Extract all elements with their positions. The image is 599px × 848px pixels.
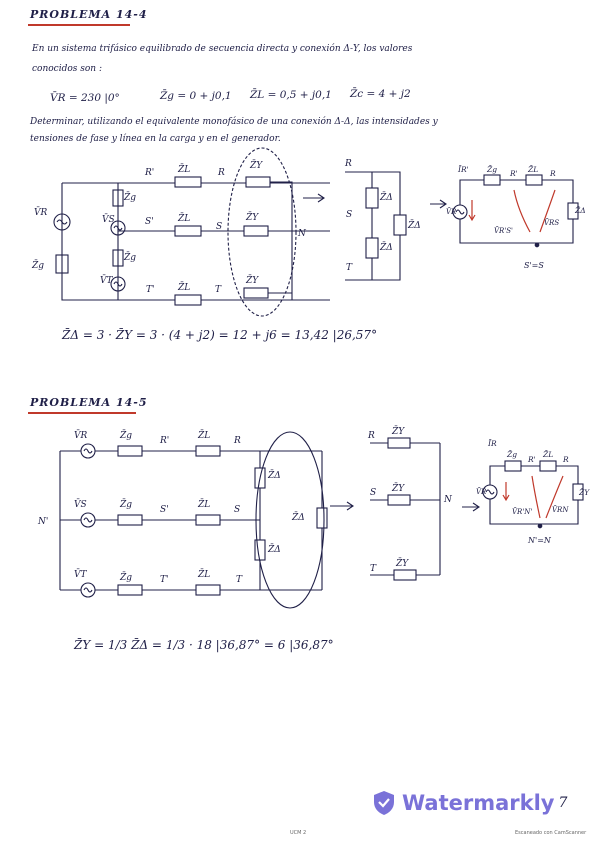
problem1-title: PROBLEMA 14-4 [30, 8, 148, 21]
label-zl-2: Z̄L [177, 212, 190, 224]
p2-label-r-m: R [562, 455, 569, 464]
p2-label-r1: R' [159, 436, 169, 446]
p2-label-zy-2: Z̄Y [391, 482, 405, 494]
label-ir: ĪR' [457, 165, 469, 174]
label-zd-m: Z̄Δ [574, 206, 586, 215]
p2-label-vrn: V̄RN [552, 505, 569, 514]
given-vr: V̄R = 230 |0° [50, 92, 120, 104]
p2-label-vs: V̄S [74, 498, 87, 510]
p2-label-zy-3: Z̄Y [395, 557, 409, 569]
label-s: S [216, 222, 222, 232]
label-r1: R' [144, 168, 154, 178]
p2-label-vr-m: V̄R [476, 487, 487, 496]
p2-label-vr: V̄R [74, 429, 87, 441]
problem1-task-line2: tensiones de fase y línea en la carga y … [30, 134, 281, 144]
label-zy-3: Z̄Y [245, 274, 259, 286]
label-zy-2: Z̄Y [245, 211, 259, 223]
label-t-eq: T [346, 263, 353, 273]
label-zg: Z̄g [31, 259, 44, 271]
given-zg: Z̄g = 0 + j0,1 [160, 90, 232, 102]
label-zl-m: Z̄L [527, 165, 538, 174]
p2-label-t-y: T [370, 564, 377, 574]
p2-label-zd-1: Z̄Δ [267, 469, 281, 481]
p2-label-n1: N' [37, 517, 48, 527]
label-t1: T' [146, 285, 154, 295]
label-r: R [217, 168, 225, 178]
p2-label-zy-m: Z̄Y [578, 488, 590, 497]
problem2-title: PROBLEMA 14-5 [30, 396, 148, 409]
label-vrs: V̄RS [544, 218, 559, 227]
label-zg-m: Z̄g [486, 165, 497, 174]
p2-label-ir: ĪR [487, 439, 497, 448]
label-r-eq: R [344, 159, 352, 169]
p2-label-s: S [234, 505, 240, 515]
p2-label-zd-2: Z̄Δ [267, 543, 281, 555]
label-zg-3: Z̄g [123, 251, 136, 263]
p2-label-n-eq: N'=N [527, 536, 552, 545]
label-n: N [297, 229, 307, 239]
p2-label-r: R [233, 436, 241, 446]
label-s-eq-m: S'=S [524, 261, 544, 270]
p2-label-zg-2: Z̄g [119, 498, 132, 510]
p2-label-zl-2: Z̄L [197, 498, 210, 510]
p2-label-r-y: R [367, 431, 375, 441]
label-t: T [215, 285, 222, 295]
p2-label-t: T [236, 575, 243, 585]
p2-label-s1: S' [160, 505, 169, 515]
page-number: 7 [558, 795, 568, 811]
label-r-m: R [549, 169, 556, 178]
p2-label-r1-m: R' [527, 455, 536, 464]
watermark: Watermarkly 7 [372, 790, 567, 816]
problem1-title-underline [28, 24, 130, 26]
problem2-result-mid: Z̄Δ = [131, 638, 162, 652]
p2-label-zl-3: Z̄L [197, 568, 210, 580]
label-zl-3: Z̄L [177, 281, 190, 293]
problem1-statement-line1: En un sistema trifásico equilibrado de s… [32, 44, 413, 54]
p2-label-t1: T' [160, 575, 168, 585]
given-zc: Z̄c = 4 + j2 [350, 88, 411, 100]
label-zd-3: Z̄Δ [407, 219, 421, 231]
label-s-eq: S [346, 210, 352, 220]
label-zg-2: Z̄g [123, 191, 136, 203]
label-vr: V̄R [34, 206, 47, 218]
footer-right: Escaneado con CamScanner [515, 830, 587, 836]
problem2-result: Z̄Y = 1/3 Z̄Δ = 1/3 · 18 |36,87° = 6 |36… [74, 638, 334, 652]
label-vs: V̄S [102, 213, 115, 225]
problem2-result-lhs: Z̄Y = [74, 638, 105, 652]
footer-left: UCM 2 [290, 830, 307, 836]
label-zd-2: Z̄Δ [379, 241, 393, 253]
label-zl: Z̄L [177, 163, 190, 175]
problem1-statement-line2: conocidos son : [32, 64, 102, 74]
problem1-task-line1: Determinar, utilizando el equivalente mo… [30, 117, 438, 127]
problem2-result-frac: 1/3 [107, 638, 128, 652]
p2-label-zl-m: Z̄L [542, 450, 553, 459]
label-vr-m: V̄R [446, 207, 457, 216]
p2-label-zy-1: Z̄Y [391, 425, 405, 437]
given-zl: Z̄L = 0,5 + j0,1 [250, 89, 332, 101]
shield-icon [374, 791, 394, 815]
problem2-result-frac-2: 1/3 [165, 638, 186, 652]
label-zd-1: Z̄Δ [379, 191, 393, 203]
p2-label-zl: Z̄L [197, 429, 210, 441]
label-zy: Z̄Y [249, 159, 263, 171]
p2-label-vrn1: V̄R'N' [512, 507, 532, 516]
p2-label-n: N [443, 495, 453, 505]
label-r1-m: R' [509, 169, 518, 178]
label-vrs1: V̄R'S' [494, 226, 513, 235]
p2-label-zg-m: Z̄g [506, 450, 517, 459]
label-s1: S' [145, 217, 154, 227]
p2-label-zg: Z̄g [119, 429, 132, 441]
problem2-result-rhs: · 18 |36,87° = 6 |36,87° [188, 638, 334, 652]
p2-label-zg-3: Z̄g [119, 571, 132, 583]
p2-label-zd-3: Z̄Δ [291, 511, 305, 523]
p2-label-s-y: S [370, 488, 376, 498]
problem2-title-underline [28, 412, 136, 414]
p2-label-vt: V̄T [74, 568, 87, 580]
watermark-text: Watermarkly [402, 791, 555, 815]
label-vt: V̄T [100, 274, 113, 286]
problem1-result: Z̄Δ = 3 · Z̄Y = 3 · (4 + j2) = 12 + j6 =… [62, 328, 378, 342]
